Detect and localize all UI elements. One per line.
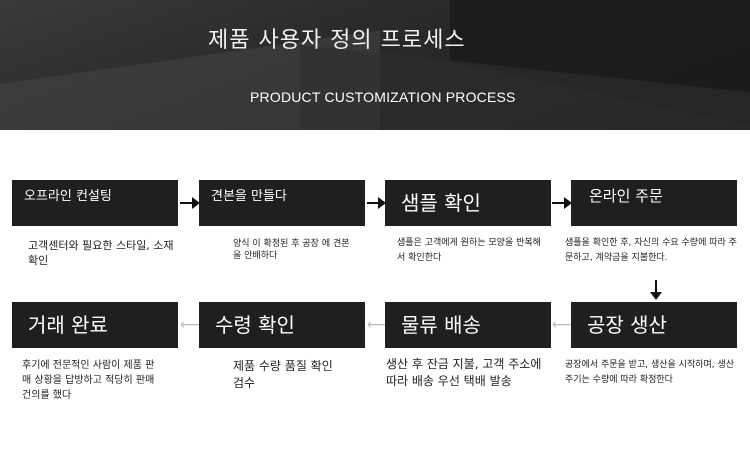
step-description: 생산 후 잔금 지불, 고객 주소에 따라 배송 우선 택배 발송 (386, 357, 542, 388)
step-title: 오프라인 컨설팅 (24, 189, 112, 204)
step-online-order: 온라인 주문 (571, 180, 737, 226)
arrow-right-icon (367, 197, 386, 209)
step-title: 수령 확인 (215, 313, 295, 337)
step-description: 양식 이 확정된 후 공장 에 견본 을 안배하다 (233, 239, 350, 261)
page-subtitle: PRODUCT CUSTOMIZATION PROCESS (250, 89, 516, 105)
step-make-sample: 견본을 만들다 (199, 180, 365, 226)
arrow-right-icon (180, 197, 200, 209)
step-description: 제품 수량 품질 확인 검수 (233, 359, 333, 390)
step-description: 샘플은 고객에게 원하는 모양을 반복해서 확인한다 (397, 238, 541, 263)
step-description: 후기에 전문적인 사람이 제품 판매 상황을 답방하고 적당히 판매 건의를 했… (22, 360, 155, 401)
arrow-right-icon (552, 197, 572, 209)
step-factory-production: 공장 생산 (571, 302, 737, 348)
arrow-left-icon: ⟵ (552, 317, 573, 333)
step-title: 견본을 만들다 (211, 189, 287, 204)
arrow-down-icon (650, 280, 662, 300)
arrow-left-icon: ⟵ (180, 317, 201, 333)
step-description: 샘플을 확인한 후, 자신의 수요 수량에 따라 주문하고, 계약금을 지불한다… (565, 238, 737, 263)
step-offline-consulting: 오프라인 컨설팅 (12, 180, 178, 226)
arrow-left-icon: ⟵ (367, 317, 388, 333)
step-logistics-delivery: 물류 배송 (385, 302, 551, 348)
step-description: 고객센터와 필요한 스타일, 소재 확인 (28, 239, 174, 267)
step-description: 공장에서 주문을 받고, 생산을 시작하며, 생산 주기는 수량에 따라 확정한… (565, 360, 735, 385)
step-title: 공장 생산 (587, 313, 667, 337)
step-receipt-confirm: 수령 확인 (199, 302, 365, 348)
step-title: 샘플 확인 (401, 191, 481, 215)
step-title: 물류 배송 (401, 313, 481, 337)
header-banner: 제품 사용자 정의 프로세스 PRODUCT CUSTOMIZATION PRO… (0, 0, 750, 130)
step-sample-confirm: 샘플 확인 (385, 180, 551, 226)
step-title: 온라인 주문 (589, 187, 663, 205)
page-title: 제품 사용자 정의 프로세스 (208, 28, 466, 53)
step-deal-complete: 거래 완료 (12, 302, 178, 348)
step-title: 거래 완료 (28, 313, 108, 337)
